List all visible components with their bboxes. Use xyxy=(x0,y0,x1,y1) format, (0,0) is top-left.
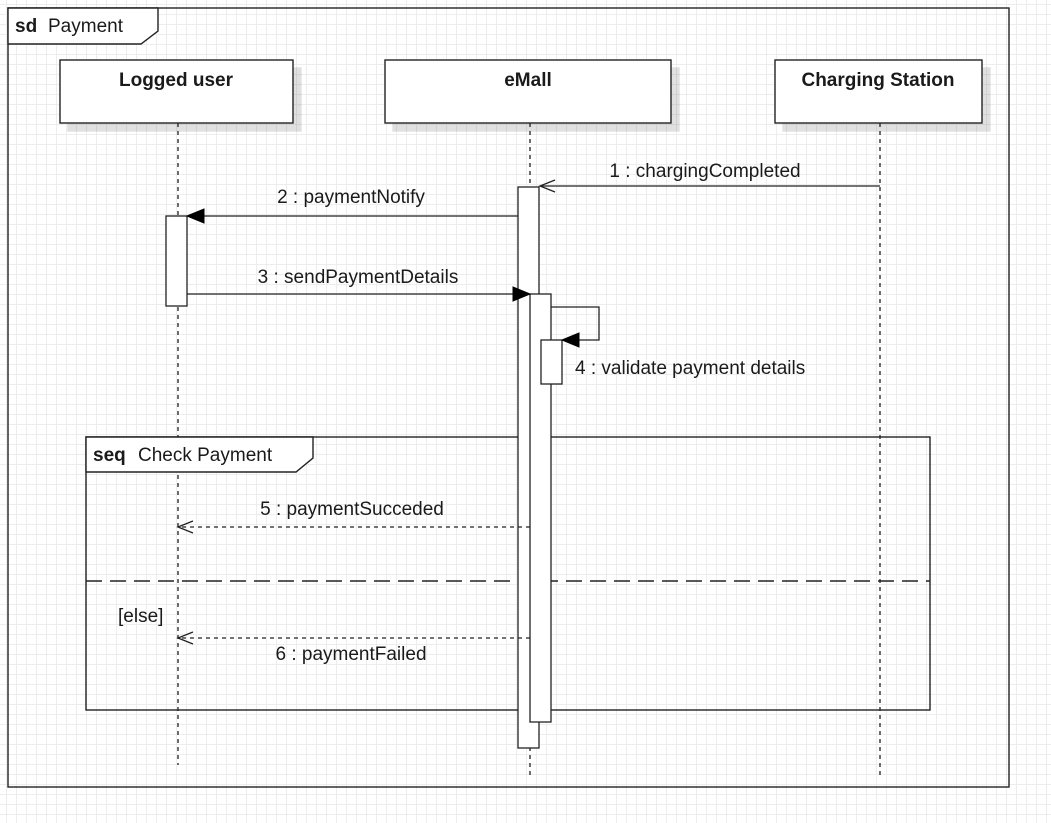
fragment-border xyxy=(85,436,931,711)
sd-frame-title: Payment xyxy=(48,16,124,37)
lifeline-label-emall: eMall xyxy=(504,70,552,91)
lifeline-label-charging-station: Charging Station xyxy=(801,70,954,91)
combined-fragment[interactable]: seq Check Payment [else] xyxy=(85,436,931,711)
sd-frame-keyword: sd xyxy=(15,16,37,37)
lifeline-label-logged-user: Logged user xyxy=(119,70,234,91)
fragment-title: Check Payment xyxy=(138,445,273,466)
lifeline-charging-station[interactable]: Charging Station xyxy=(774,59,983,775)
sd-frame: sd Payment xyxy=(7,7,1010,788)
message-6[interactable]: 6 : paymentFailed xyxy=(176,631,530,665)
message-4[interactable]: 4 : validate payment details xyxy=(551,306,805,379)
lifeline-logged-user[interactable]: Logged user xyxy=(59,59,294,765)
message-6-label: 6 : paymentFailed xyxy=(275,644,426,665)
message-4-line xyxy=(551,306,600,341)
fragment-tab xyxy=(85,436,314,473)
lifeline-head-charging-station[interactable] xyxy=(774,59,983,124)
activation-bar-logged-user xyxy=(165,215,188,307)
fragment-guard-else: [else] xyxy=(118,606,163,627)
activation-bar-emall-self xyxy=(540,339,563,385)
message-3-label: 3 : sendPaymentDetails xyxy=(258,267,459,288)
message-3[interactable]: 3 : sendPaymentDetails xyxy=(187,267,532,302)
message-2-label: 2 : paymentNotify xyxy=(277,187,425,208)
message-6-arrowhead xyxy=(176,631,194,645)
message-1-label: 1 : chargingCompleted xyxy=(609,161,800,182)
sd-frame-tab xyxy=(7,7,159,45)
lifeline-emall[interactable]: eMall xyxy=(384,59,672,775)
message-4-label: 4 : validate payment details xyxy=(575,358,805,379)
message-4-arrowhead xyxy=(560,332,580,348)
lifeline-head-emall[interactable] xyxy=(384,59,672,124)
message-1-arrowhead xyxy=(538,179,556,193)
fragment-operator: seq xyxy=(93,445,126,466)
activation-bar-emall-nested xyxy=(529,293,552,723)
message-1[interactable]: 1 : chargingCompleted xyxy=(538,161,880,193)
message-5-arrowhead xyxy=(176,520,194,534)
message-5-label: 5 : paymentSucceded xyxy=(260,499,444,520)
message-2[interactable]: 2 : paymentNotify xyxy=(185,187,518,224)
message-3-arrowhead xyxy=(512,286,532,302)
message-2-arrowhead xyxy=(185,208,205,224)
lifeline-head-logged-user[interactable] xyxy=(59,59,294,124)
message-5[interactable]: 5 : paymentSucceded xyxy=(176,499,530,534)
